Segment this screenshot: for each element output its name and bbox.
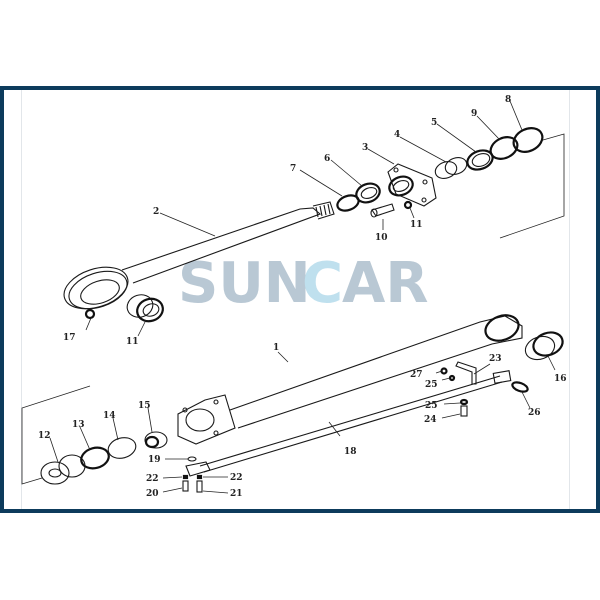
part-washer-lower[interactable]: [459, 398, 469, 406]
part-grease-fitting[interactable]: [84, 308, 96, 320]
label-16: 16: [554, 374, 567, 384]
label-15: 15: [138, 401, 151, 411]
label-26: 26: [528, 408, 541, 418]
label-12: 12: [38, 431, 51, 441]
label-22b: 22: [230, 473, 243, 483]
part-o-ring[interactable]: [510, 124, 546, 157]
frame-rule-left: [21, 90, 22, 509]
label-24: 24: [424, 415, 437, 425]
part-bracket[interactable]: [455, 361, 477, 385]
watermark: SUN C AR: [178, 251, 428, 316]
label-22a: 22: [146, 474, 159, 484]
part-piston-rod[interactable]: [59, 201, 335, 316]
label-20: 20: [146, 489, 159, 499]
watermark-c: C: [302, 251, 343, 316]
label-3: 3: [362, 143, 368, 153]
label-14: 14: [103, 411, 116, 421]
part-washer[interactable]: [403, 200, 413, 210]
label-7: 7: [290, 164, 296, 174]
label-5: 5: [431, 118, 437, 128]
frame-rule-right: [569, 90, 570, 509]
lower-assembly-bracket: [21, 385, 91, 485]
part-washer-upper[interactable]: [448, 374, 456, 382]
part-washer-right[interactable]: [196, 474, 203, 480]
label-4: 4: [394, 130, 400, 140]
part-piston-ring[interactable]: [79, 445, 111, 472]
part-bolt-small-2[interactable]: [196, 480, 203, 493]
part-piston[interactable]: [40, 454, 86, 485]
label-2: 2: [153, 207, 159, 217]
diagram-frame: [0, 86, 600, 513]
part-nut-small[interactable]: [440, 367, 448, 375]
part-wear-ring[interactable]: [106, 435, 138, 462]
label-23: 23: [489, 354, 502, 364]
part-bushing-rod-end[interactable]: [124, 292, 166, 325]
label-11a: 11: [410, 220, 423, 230]
watermark-ar: AR: [342, 251, 428, 316]
label-17: 17: [63, 333, 76, 343]
label-13: 13: [72, 420, 85, 430]
part-backup-ring[interactable]: [487, 133, 521, 163]
leader-lines: [49, 100, 556, 494]
upper-assembly-bracket: [499, 133, 565, 239]
label-8: 8: [505, 95, 511, 105]
part-labels: 1 2 3 4 5 6 7 8 9 10 11 11 12 13 14 15 1…: [38, 95, 567, 499]
label-6: 6: [324, 154, 330, 164]
label-25b: 25: [425, 401, 438, 411]
part-pipe[interactable]: [185, 370, 512, 477]
part-bushing-tube-end[interactable]: [522, 329, 566, 364]
part-bolt[interactable]: [370, 203, 395, 218]
watermark-sun: SUN: [178, 251, 311, 316]
part-washer-left[interactable]: [182, 474, 189, 480]
part-bolt-small[interactable]: [182, 480, 189, 492]
label-25a: 25: [425, 380, 438, 390]
part-nut[interactable]: [144, 431, 168, 449]
part-cylinder-tube[interactable]: [177, 311, 523, 445]
label-1: 1: [273, 343, 279, 353]
part-bolt-bracket[interactable]: [460, 405, 468, 417]
label-18: 18: [344, 447, 357, 457]
label-27: 27: [410, 370, 423, 380]
part-o-ring-small[interactable]: [187, 456, 197, 462]
label-21: 21: [230, 489, 243, 499]
part-cylinder-head[interactable]: [387, 163, 437, 207]
label-19: 19: [148, 455, 161, 465]
label-9: 9: [471, 109, 477, 119]
label-11b: 11: [126, 337, 139, 347]
part-clamp[interactable]: [511, 381, 529, 394]
part-buffer-ring[interactable]: [354, 180, 383, 205]
part-bushing[interactable]: [433, 155, 469, 182]
label-10: 10: [375, 233, 388, 243]
